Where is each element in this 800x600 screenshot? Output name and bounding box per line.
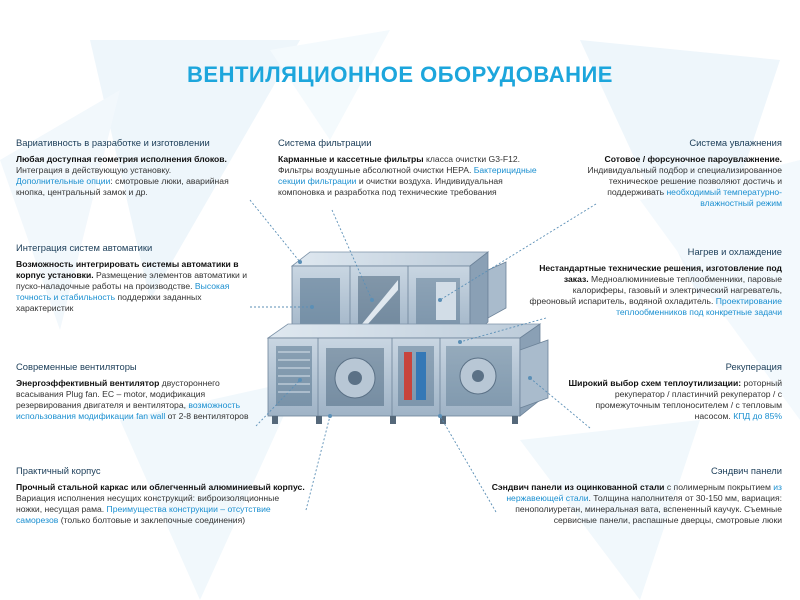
block-title: Система фильтрации xyxy=(278,137,372,148)
block-title: Система увлажнения xyxy=(689,137,782,148)
block-text: Возможность интегрировать системы автома… xyxy=(16,259,248,313)
block-text: Широкий выбор схем теплоутилизации: рото… xyxy=(568,378,782,421)
block-text: Нестандартные технические решения, изгот… xyxy=(529,263,782,317)
block-title: Интеграция систем автоматики xyxy=(16,242,153,253)
block-title: Вариативность в разработке и изготовлени… xyxy=(16,137,210,148)
block-sandwich: Сэндвич панели Сэндвич панели из оцинков… xyxy=(482,465,782,526)
block-text: Сотовое / форсуночное пароувлажнение. Ин… xyxy=(587,154,782,208)
block-title: Сэндвич панели xyxy=(711,465,782,476)
block-text: Энергоэффективный вентилятор двусторонне… xyxy=(16,378,249,421)
block-title: Практичный корпус xyxy=(16,465,101,476)
block-title: Нагрев и охлаждение xyxy=(687,246,782,257)
block-recuperation: Рекуперация Широкий выбор схем теплоутил… xyxy=(560,361,782,422)
block-text: Сэндвич панели из оцинкованной стали с п… xyxy=(491,482,782,525)
block-text: Прочный стальной каркас или облегченный … xyxy=(16,482,305,525)
block-automation: Интеграция систем автоматики Возможность… xyxy=(16,242,248,314)
block-humidification: Система увлажнения Сотовое / форсуночное… xyxy=(560,137,782,209)
page-title: ВЕНТИЛЯЦИОННОЕ ОБОРУДОВАНИЕ xyxy=(187,62,613,87)
block-filtration: Система фильтрации Карманные и кассетные… xyxy=(278,137,550,198)
block-variativnost: Вариативность в разработке и изготовлени… xyxy=(16,137,254,198)
block-heating: Нагрев и охлаждение Нестандартные технич… xyxy=(528,246,782,318)
block-fans: Современные вентиляторы Энергоэффективны… xyxy=(16,361,266,422)
block-housing: Практичный корпус Прочный стальной карка… xyxy=(16,465,306,526)
block-title: Рекуперация xyxy=(725,361,782,372)
block-text: Карманные и кассетные фильтры класса очи… xyxy=(278,154,537,197)
block-text: Любая доступная геометрия исполнения бло… xyxy=(16,154,229,197)
block-title: Современные вентиляторы xyxy=(16,361,137,372)
